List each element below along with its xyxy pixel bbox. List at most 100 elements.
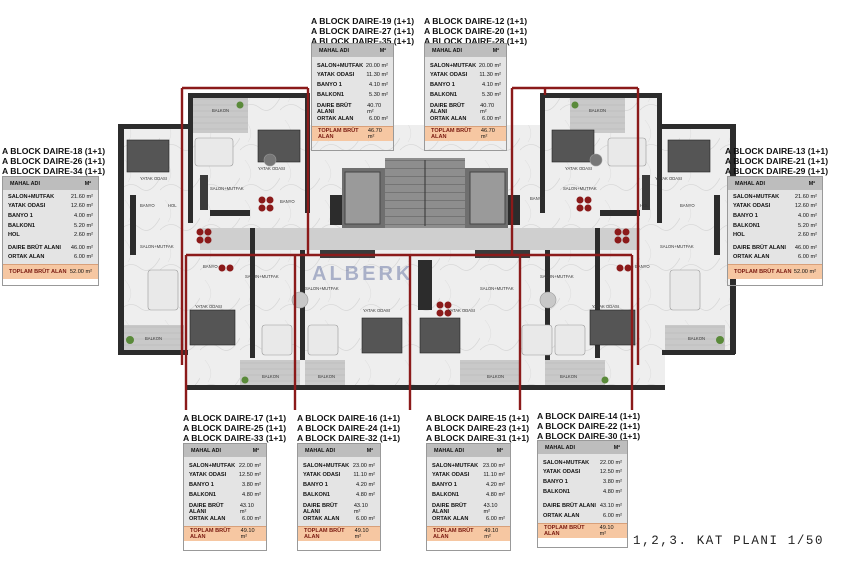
title-line: A BLOCK DAIRE-27 (1+1) — [311, 26, 415, 36]
room-name: BANYO 1 — [189, 481, 214, 488]
card-title: A BLOCK DAIRE-15 (1+1) A BLOCK DAIRE-23 … — [426, 413, 529, 443]
room-name: ORTAK ALAN — [8, 254, 45, 261]
header-unit: M² — [496, 447, 503, 454]
room-label: SALON+MUTFAK — [480, 286, 514, 291]
room-area: 11.30 m² — [366, 72, 388, 79]
header-unit: M² — [379, 47, 386, 54]
table-row: ORTAK ALAN 6.00 m² — [8, 253, 93, 263]
room-label: HOL — [168, 203, 177, 208]
room-labels: BALKON BALKON YATAK ODASI YATAK ODASI SA… — [140, 108, 705, 379]
dining-sets — [196, 196, 632, 317]
room-label: YATAK ODASI — [565, 166, 592, 171]
room-area: 4.10 m² — [369, 81, 388, 88]
room-area: 11.10 m² — [353, 472, 375, 479]
table-row: BANYO 1 4.10 m² — [430, 80, 501, 90]
room-area: 4.10 m² — [482, 81, 501, 88]
room-area: 6.00 m² — [369, 115, 388, 122]
total-label: TOPLAM BRÜT ALAN — [318, 127, 359, 140]
total-label: TOPLAM BRÜT ALAN — [304, 527, 345, 540]
title-line: A BLOCK DAIRE-17 (1+1) — [183, 413, 287, 423]
header-unit: M² — [252, 447, 259, 454]
title-line: A BLOCK DAIRE-30 (1+1) — [537, 431, 641, 441]
room-name: SALON+MUTFAK — [317, 62, 364, 69]
room-label: YATAK ODASI — [195, 304, 222, 309]
room-label: BALKON — [560, 374, 577, 379]
room-name: BANYO 1 — [432, 481, 457, 488]
header-label: MAHAL ADI — [305, 447, 335, 454]
room-area: 6.00 m² — [74, 254, 93, 261]
room-area: 22.00 m² — [238, 462, 261, 469]
title-line: A BLOCK DAIRE-33 (1+1) — [183, 433, 287, 443]
room-name: ORTAK ALAN — [430, 115, 467, 122]
room-name: YATAK ODASI — [430, 72, 468, 79]
total-value: 52.00 m² — [69, 269, 92, 276]
header-label: MAHAL ADI — [735, 180, 765, 187]
header-unit: M² — [366, 447, 373, 454]
card-title: A BLOCK DAIRE-18 (1+1) A BLOCK DAIRE-26 … — [2, 146, 105, 176]
room-label: BALKON — [688, 336, 705, 341]
title-line: A BLOCK DAIRE-35 (1+1) — [311, 36, 415, 46]
room-name: HOL — [733, 232, 745, 239]
corridor — [200, 228, 640, 250]
header-label: MAHAL ADI — [432, 47, 462, 54]
title-line: A BLOCK DAIRE-24 (1+1) — [297, 423, 401, 433]
room-area: 5.30 m² — [369, 91, 388, 98]
title-line: A BLOCK DAIRE-15 (1+1) — [426, 413, 530, 423]
room-name: ORTAK ALAN — [317, 115, 354, 122]
room-label: SALON+MUTFAK — [305, 286, 339, 291]
title-line: A BLOCK DAIRE-13 (1+1) — [725, 146, 829, 156]
room-label: SALON+MUTFAK — [563, 186, 597, 191]
total-value: 49.10 m² — [484, 527, 499, 540]
room-label: YATAK ODASI — [448, 308, 475, 313]
room-name: BANYO 1 — [430, 81, 455, 88]
furniture — [147, 137, 701, 356]
beds — [126, 129, 711, 354]
card-title: A BLOCK DAIRE-19 (1+1) A BLOCK DAIRE-27 … — [311, 16, 414, 46]
room-name: BANYO 1 — [317, 81, 342, 88]
header-unit: M² — [84, 180, 91, 187]
room-label: BANYO — [140, 203, 155, 208]
room-area: 40.70 m² — [367, 103, 382, 116]
room-area: 3.80 m² — [242, 481, 261, 488]
room-area: 46.00 m² — [794, 244, 817, 251]
room-name: BALKON1 — [733, 222, 761, 229]
room-label: BANYO — [635, 264, 650, 269]
total-label: TOPLAM BRÜT ALAN — [734, 269, 792, 276]
room-name: SALON+MUTFAK — [543, 459, 590, 466]
room-area: 43.10 m² — [353, 503, 368, 516]
room-area: 20.00 m² — [478, 62, 501, 69]
table-header: MAHAL ADI M² — [298, 444, 380, 457]
room-area: 43.10 m² — [599, 503, 622, 510]
room-label: YATAK ODASI — [592, 304, 619, 309]
title-line: A BLOCK DAIRE-29 (1+1) — [725, 166, 829, 176]
